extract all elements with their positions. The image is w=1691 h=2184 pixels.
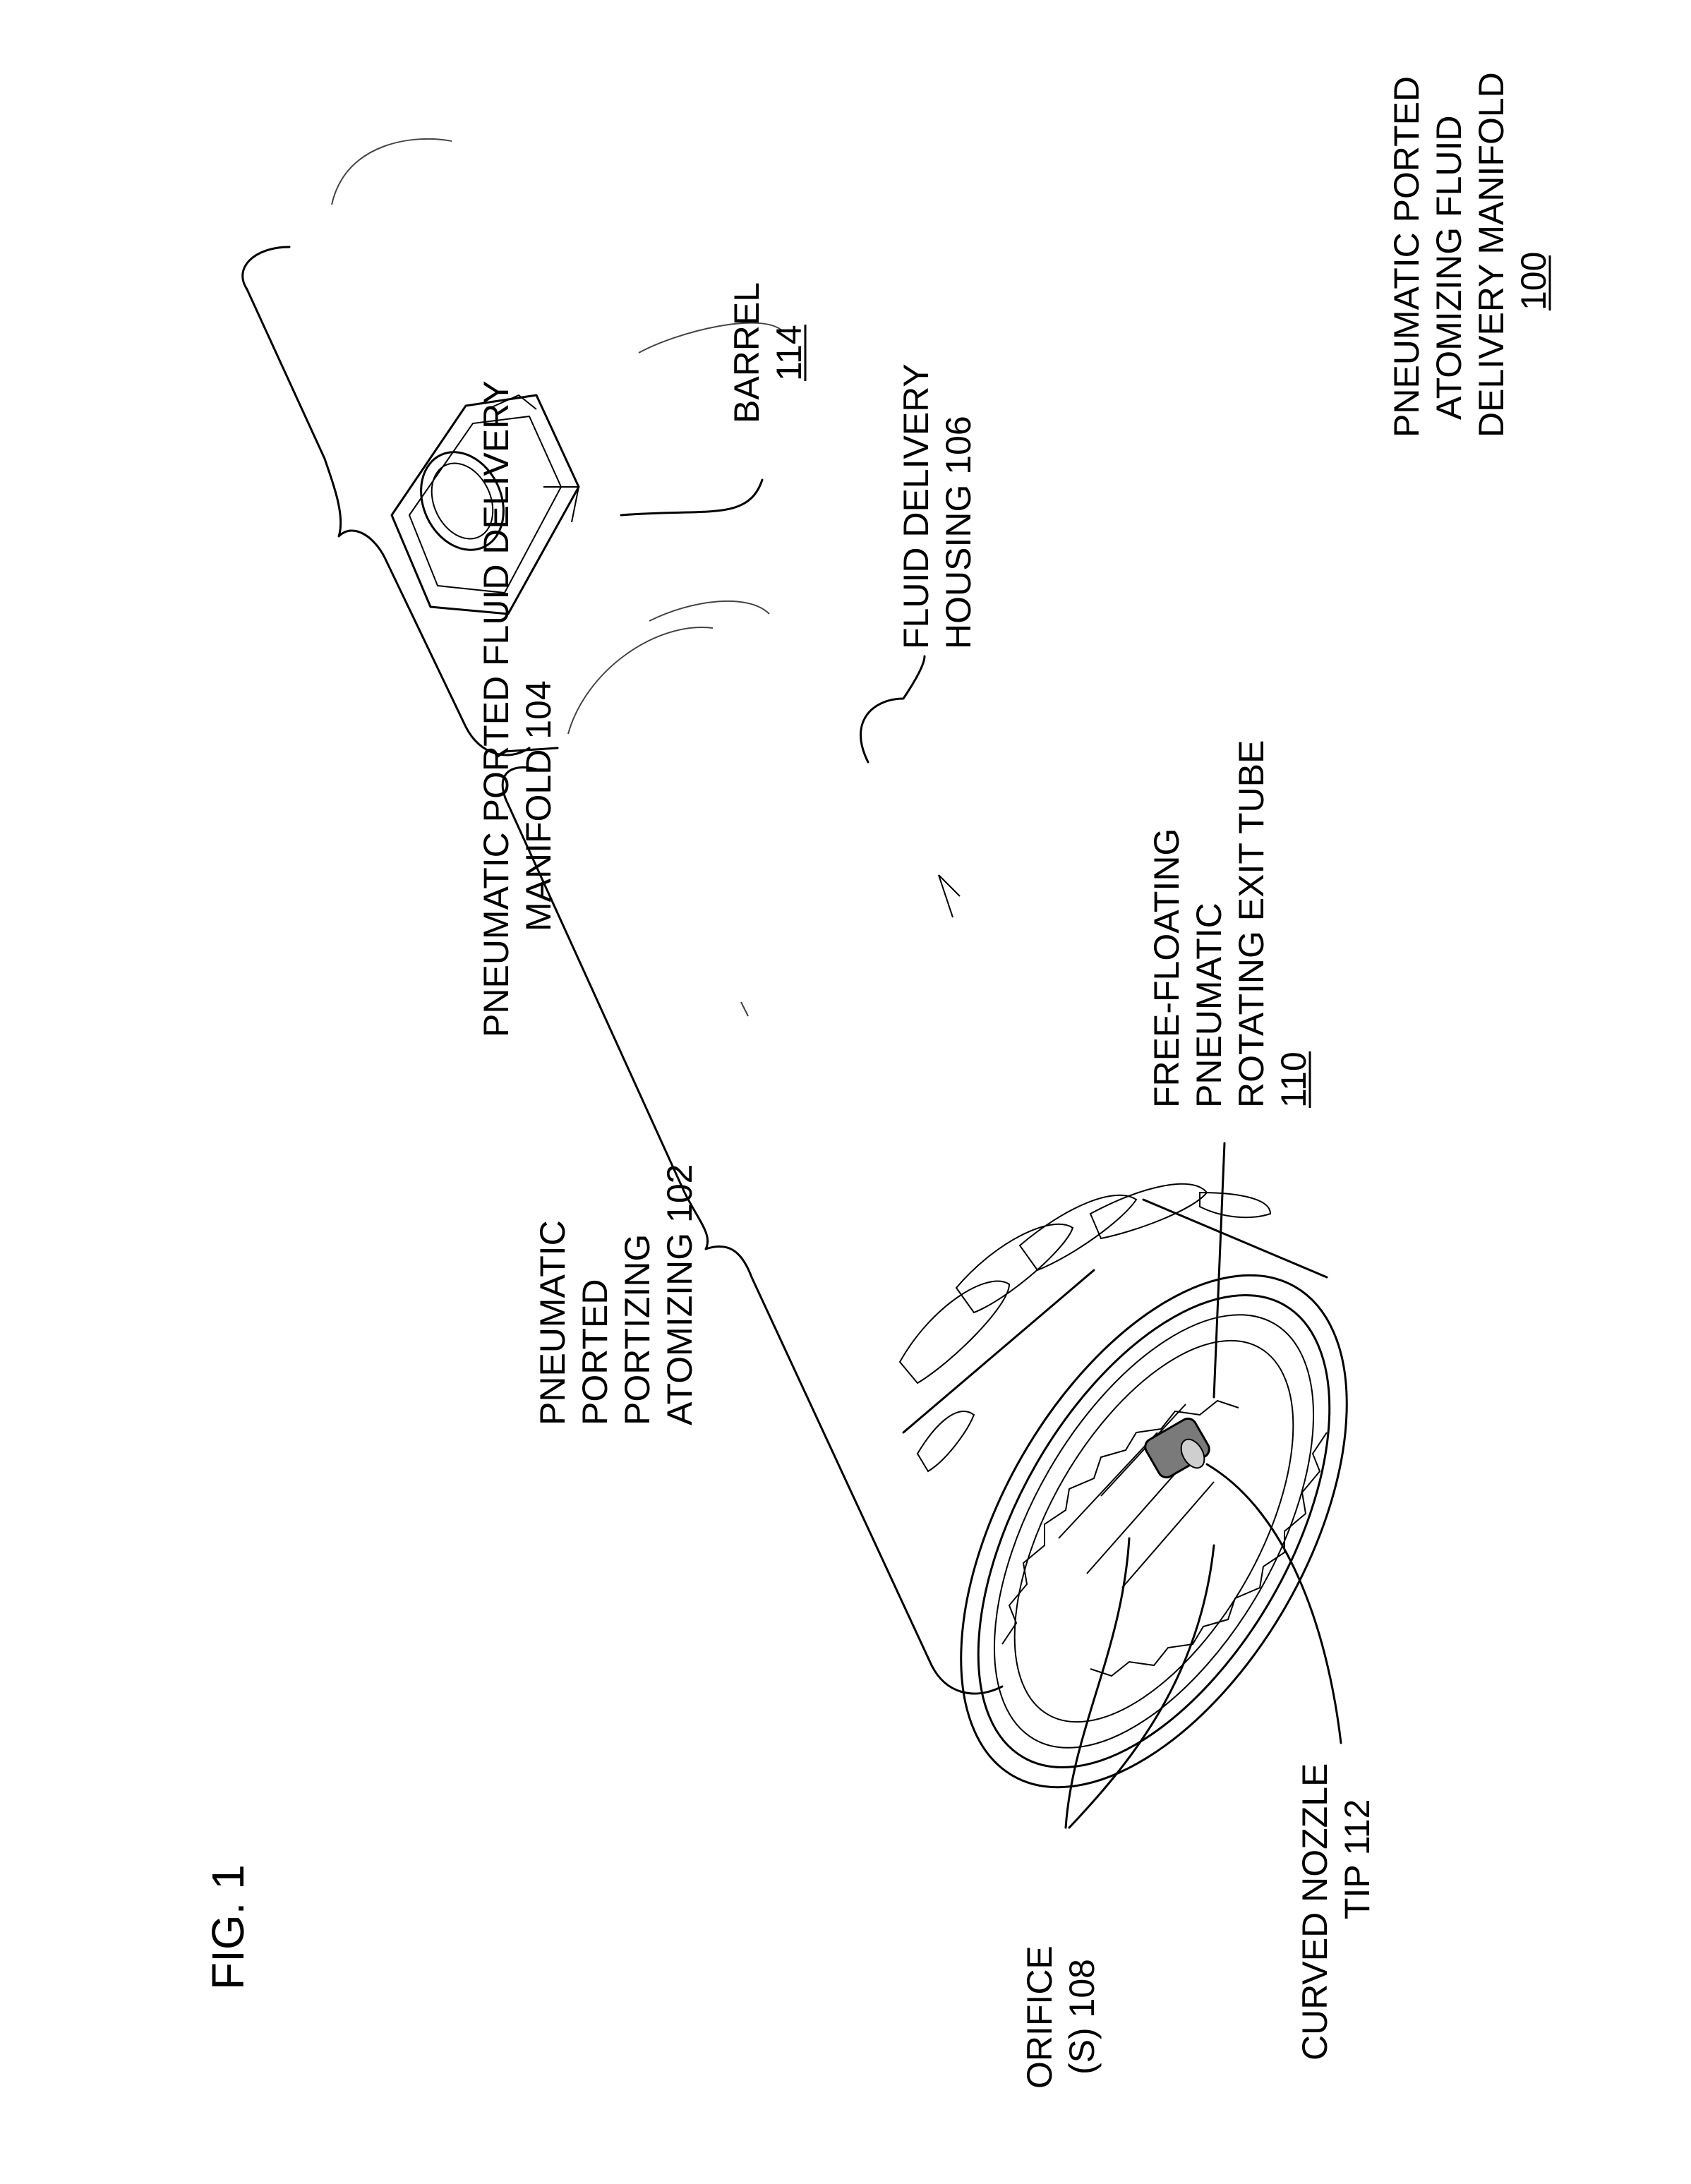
housing-lower-scallop <box>649 601 769 621</box>
mark-arrow <box>939 875 960 917</box>
leader-orifice-1 <box>1066 1538 1129 1828</box>
svg-text:ROTATING EXIT TUBE: ROTATING EXIT TUBE <box>1232 740 1271 1108</box>
svg-text:PORTIZING: PORTIZING <box>618 1234 657 1425</box>
leader-nozzle <box>1207 1464 1341 1743</box>
exit-tube <box>1142 1416 1212 1480</box>
brace-assembly-102 <box>503 767 1002 1694</box>
port-slot-1 <box>900 1281 1009 1383</box>
svg-text:PNEUMATIC PORTED: PNEUMATIC PORTED <box>1387 76 1426 438</box>
svg-text:(S) 108: (S) 108 <box>1062 1959 1102 2075</box>
svg-text:CURVED NOZZLE: CURVED NOZZLE <box>1295 1763 1335 2061</box>
svg-text:PNEUMATIC: PNEUMATIC <box>533 1220 572 1425</box>
svg-text:110: 110 <box>1274 1051 1313 1108</box>
svg-text:DELIVERY MANIFOLD: DELIVERY MANIFOLD <box>1472 72 1511 438</box>
port-slot-5 <box>917 1411 974 1471</box>
svg-text:ATOMIZING FLUID: ATOMIZING FLUID <box>1429 116 1469 421</box>
svg-text:BARREL: BARREL <box>727 282 766 423</box>
svg-text:MANIFOLD 104: MANIFOLD 104 <box>519 680 558 931</box>
svg-text:PNEUMATIC PORTED FLUID DELIVER: PNEUMATIC PORTED FLUID DELIVERY <box>476 380 516 1037</box>
label-exit-tube-110: FREE-FLOATING PNEUMATIC ROTATING EXIT TU… <box>1147 740 1313 1108</box>
label-manifold-104: PNEUMATIC PORTED FLUID DELIVERY MANIFOLD… <box>476 380 558 1037</box>
atomizing-assembly <box>881 1184 1426 1852</box>
label-housing-106: FLUID DELIVERY HOUSING 106 <box>896 363 978 649</box>
housing-upper-scallop <box>332 139 452 205</box>
svg-text:FREE-FLOATING: FREE-FLOATING <box>1147 828 1186 1108</box>
svg-text:FLUID DELIVERY: FLUID DELIVERY <box>896 363 936 649</box>
port-slot-2 <box>956 1224 1073 1313</box>
svg-text:PNEUMATIC: PNEUMATIC <box>1189 903 1229 1108</box>
leader-exit-tube <box>1214 1143 1224 1397</box>
figure-title: FIG. 1 <box>203 1864 253 1990</box>
svg-text:ATOMIZING 102: ATOMIZING 102 <box>660 1164 699 1425</box>
label-manifold-100: PNEUMATIC PORTED ATOMIZING FLUID DELIVER… <box>1387 72 1553 438</box>
leader-housing <box>861 656 925 762</box>
label-barrel-114: BARREL 114 <box>727 282 809 423</box>
svg-text:ORIFICE: ORIFICE <box>1020 1945 1059 2089</box>
leader-orifice-2 <box>1069 1545 1214 1828</box>
mark-tick <box>741 1002 748 1016</box>
svg-text:HOUSING 106: HOUSING 106 <box>939 416 978 649</box>
svg-text:PORTED: PORTED <box>575 1279 615 1425</box>
label-assembly-102: PNEUMATIC PORTED PORTIZING ATOMIZING 102 <box>533 1164 699 1425</box>
housing-mid-scallop-left <box>568 627 713 734</box>
port-slot-3 <box>1020 1195 1136 1270</box>
leader-barrel <box>621 480 762 515</box>
label-nozzle-112: CURVED NOZZLE TIP 112 <box>1295 1763 1377 2061</box>
label-orifice-108: ORIFICE (S) 108 <box>1020 1945 1102 2089</box>
svg-text:100: 100 <box>1514 252 1553 310</box>
port-slot-4 <box>1090 1184 1207 1238</box>
svg-text:TIP 112: TIP 112 <box>1337 1799 1377 1919</box>
port-slot-6 <box>1200 1193 1270 1217</box>
svg-text:114: 114 <box>769 325 809 381</box>
